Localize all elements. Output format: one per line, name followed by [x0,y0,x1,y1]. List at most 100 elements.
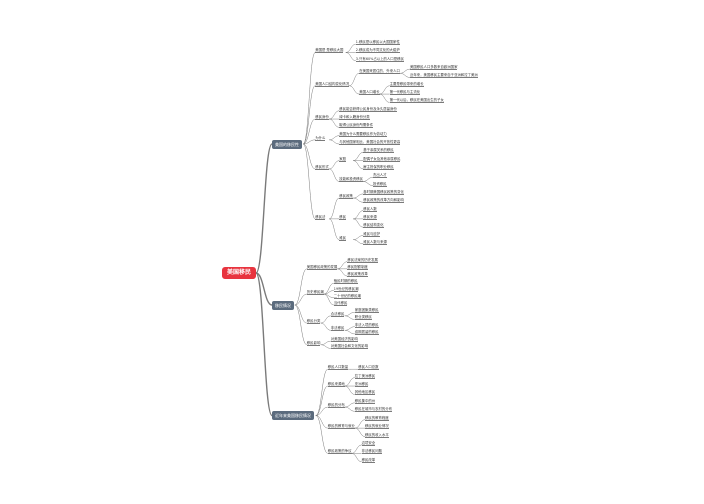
topic-node[interactable]: 移民身份 [315,115,329,121]
subtopic-node[interactable]: 非法移民 [330,326,345,332]
subtopic-node[interactable]: 第一代以后，移民在美国出生的子女 [389,98,444,104]
subtopic-node[interactable]: 家庭 [339,156,346,162]
subtopic-node[interactable]: 与其他国家相比，美国社会的开放性更高 [339,140,401,145]
subtopic-node[interactable]: 移民集中的州 [354,398,376,404]
subtopic-node[interactable]: 当代移民 [333,301,348,306]
subtopic-node[interactable]: 移民在城市与农村的分布 [354,407,393,413]
subtopic-node[interactable]: 移民的收入水平 [365,432,389,438]
branch-node[interactable]: 近年来美国移民情况 [272,411,314,420]
subtopic-node[interactable]: 移民能否获得公民身份及永久居留身份 [339,106,397,112]
subtopic-node[interactable]: 3.只有60%占以上的人口是移民 [355,56,404,62]
connector [294,293,307,306]
subtopic-node[interactable]: 在美国来居住的，外来人口 [359,69,400,75]
subtopic-node[interactable]: 移民政策的改革方向和影响 [363,198,404,204]
subtopic-node[interactable]: 拉丁美洲移民 [354,373,376,379]
topic-node[interactable]: 为什么 [315,135,326,141]
connector [353,197,364,203]
subtopic-node[interactable]: 非法入境的移民 [354,322,379,328]
subtopic-node[interactable]: 难民人数与来源 [363,239,387,245]
subtopic-node[interactable]: 家庭团聚类移民 [354,308,379,314]
subtopic-node[interactable]: 各时期美国移民政策的变化 [363,189,404,195]
subtopic-node[interactable]: 移民法案的历史发展 [347,257,378,263]
branch-node[interactable]: 移民情况 [272,300,294,310]
topic-node[interactable]: 移民法 [315,214,326,220]
subtopic-node[interactable]: 第一代移民与主流化 [389,90,421,96]
connector [344,311,355,317]
subtopic-node[interactable]: 美国为什么需要移民作为劳动力 [339,131,387,137]
connector [315,415,328,429]
subtopic-node[interactable]: 移民政策改革 [347,272,368,278]
root-node[interactable]: 美国移民 [222,267,256,279]
topic-node[interactable]: 移民的教育与就业 [327,424,355,430]
subtopic-node[interactable]: 移民 [339,214,346,220]
subtopic-node[interactable]: 移民人口总数 [358,365,379,371]
subtopic-node[interactable]: 19世纪的移民潮 [333,286,359,292]
connector [345,52,356,62]
subtopic-node[interactable]: 绿卡和入籍身份分类 [339,115,370,121]
topic-node[interactable]: 移民分类 [306,319,321,325]
subtopic-node[interactable]: 主要是移民带来的增长 [389,81,424,87]
subtopic-node[interactable]: 移民的就业情况 [365,424,389,430]
topic-node[interactable]: 美国是 是移民大国 [315,48,344,54]
topic-node[interactable]: 移民人口数量 [327,365,349,371]
subtopic-node[interactable]: 难民 [339,235,346,241]
connector [315,415,329,454]
topic-node[interactable]: 历史移民潮 [306,290,324,296]
subtopic-node[interactable]: 合法移民 [330,311,345,317]
topic-node[interactable]: 移民政策的争议 [327,449,352,455]
subtopic-node[interactable]: 美国人口增长 [359,90,380,96]
subtopic-node[interactable]: 非法移民问题 [361,449,382,455]
subtopic-node[interactable]: 难民与庇护 [363,231,381,237]
subtopic-node[interactable]: 边境安全 [361,440,376,446]
subtopic-node[interactable]: 殖民时期的移民 [333,279,358,285]
subtopic-node[interactable]: 投资移民 [373,181,387,187]
connector [351,444,362,454]
connector [344,406,355,412]
connector [303,139,316,145]
subtopic-node[interactable]: 移民来源 [363,214,377,220]
subtopic-node[interactable]: 职业类移民 [354,315,372,321]
subtopic-node[interactable]: 移民的教育程度 [365,415,389,421]
topic-node[interactable]: 移民影响 [306,340,321,346]
topic-node[interactable]: 移民来源地 [327,382,345,388]
subtopic-node[interactable]: 技能和投资移民 [339,177,363,183]
subtopic-node[interactable]: 其他地区移民 [354,390,376,396]
connector [255,272,273,306]
subtopic-node[interactable]: 1.移民是以移民以大国国家性 [355,40,400,46]
connector [337,268,348,277]
subtopic-node[interactable]: 移民人数 [363,206,377,212]
subtopic-node[interactable]: 逾期居留的移民 [354,329,379,335]
subtopic-node[interactable]: 基于亲属关系的移民 [363,148,394,154]
connector [255,143,273,274]
subtopic-node[interactable]: 移民政策 [339,194,353,200]
subtopic-node[interactable]: 二十世纪的移民潮 [333,293,361,299]
subtopic-node[interactable]: 配偶子女及其他亲属移民 [363,156,401,162]
subtopic-node[interactable]: 近年来，美国移民主要来自于亚洲和拉丁美洲 [410,73,478,79]
connector [329,160,340,170]
subtopic-node[interactable]: 2.移民成为不同文化的大熔炉 [355,48,400,54]
subtopic-node[interactable]: 亚洲移民 [354,382,369,388]
subtopic-node[interactable]: 取得公民身份所需条件 [339,123,374,129]
subtopic-node[interactable]: 移民配额制度 [347,264,368,270]
connector [353,160,364,170]
topic-node[interactable]: 美国移民政策的发展 [306,264,338,270]
connector [320,315,331,324]
topic-node[interactable]: 美国人口结构变化情况 [315,81,350,87]
connector [362,177,374,182]
connector [353,152,364,161]
branch-node[interactable]: 美国的移民性 [272,139,302,149]
topic-node[interactable]: 移民形式 [315,164,329,170]
subtopic-node[interactable]: 对美国社会和文化的影响 [330,344,369,350]
subtopic-node[interactable]: 移民结构变化 [363,223,384,229]
connector [329,197,340,220]
connector [399,68,411,74]
subtopic-node[interactable]: 杰出人才 [373,173,387,179]
subtopic-node[interactable]: 对美国经济的影响 [330,337,358,343]
topic-node[interactable]: 移民的分布 [327,403,345,409]
connector [302,143,316,220]
subtopic-node[interactable]: 移民改革 [361,457,376,463]
connector [344,326,355,331]
subtopic-node[interactable]: 美国移民人口多数来自欧洲国家 [410,65,458,71]
connector [353,210,364,220]
subtopic-node[interactable]: 雇主担保的职业移民 [363,164,394,170]
